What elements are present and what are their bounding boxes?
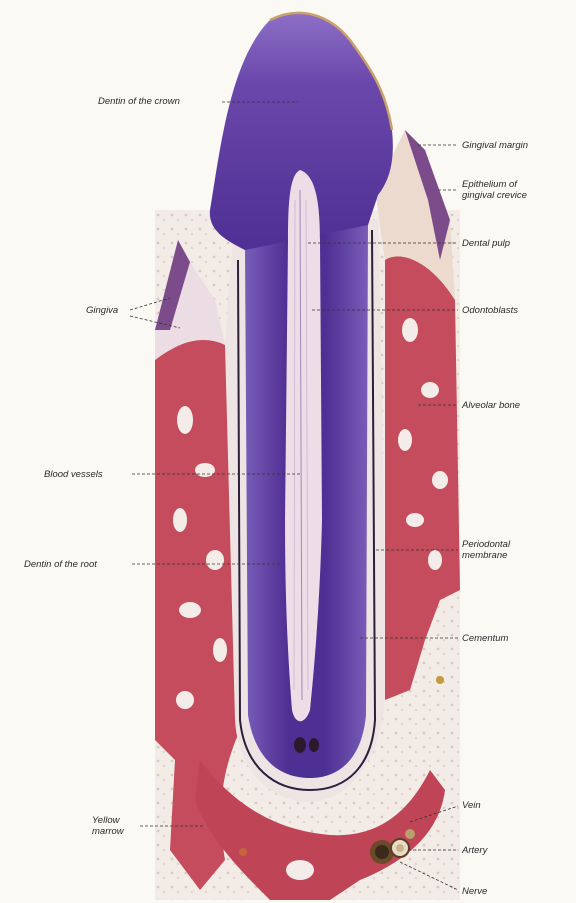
apical-foramen <box>294 737 306 753</box>
label-alveolar-bone: Alveolar bone <box>462 400 520 411</box>
label-dentin-root: Dentin of the root <box>24 559 97 570</box>
blood-dot <box>239 848 247 856</box>
label-yellow-marrow: Yellow marrow <box>92 815 124 837</box>
label-artery: Artery <box>462 845 487 856</box>
label-gingiva: Gingiva <box>86 305 118 316</box>
label-gingival-margin: Gingival margin <box>462 140 528 151</box>
apical-vessel <box>309 738 319 752</box>
label-epithelium: Epithelium of gingival crevice <box>462 179 527 201</box>
label-dentin-crown: Dentin of the crown <box>98 96 180 107</box>
label-periodontal: Periodontal membrane <box>462 539 510 561</box>
label-nerve: Nerve <box>462 886 487 897</box>
label-vein: Vein <box>462 800 481 811</box>
label-dental-pulp: Dental pulp <box>462 238 510 249</box>
label-cementum: Cementum <box>462 633 508 644</box>
label-blood-vessels: Blood vessels <box>44 469 103 480</box>
label-odontoblasts: Odontoblasts <box>462 305 518 316</box>
blood-dot <box>436 676 444 684</box>
